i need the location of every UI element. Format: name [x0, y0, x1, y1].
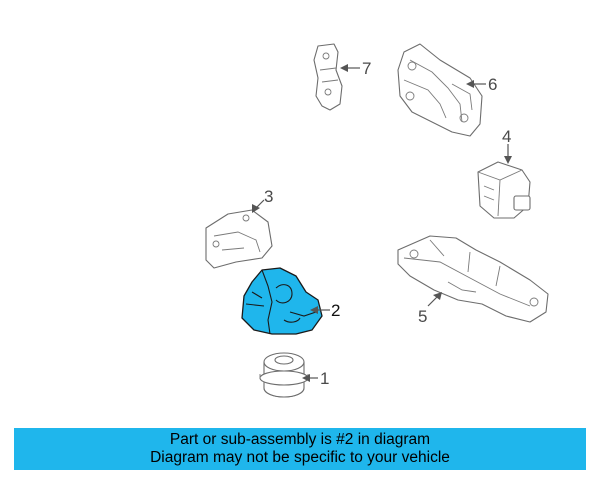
part-info-banner: Part or sub-assembly is #2 in diagram Di… — [14, 428, 586, 470]
arrow-2 — [310, 306, 318, 314]
callout-3: 3 — [264, 187, 273, 206]
callout-6: 6 — [488, 75, 497, 94]
callout-4: 4 — [502, 127, 511, 146]
part-6-bracket[interactable] — [397, 43, 483, 137]
parts-diagram: 7 6 4 3 5 — [205, 43, 549, 398]
callout-7: 7 — [362, 59, 371, 78]
part-4-mount[interactable] — [477, 161, 531, 219]
arrow-1 — [302, 374, 310, 382]
part-1-insulator[interactable] — [259, 352, 309, 398]
leader-line-5 — [427, 295, 439, 307]
callout-2: 2 — [331, 301, 340, 320]
arrow-6 — [466, 80, 474, 88]
callout-5: 5 — [418, 307, 427, 326]
part-3-bracket[interactable] — [205, 209, 273, 269]
part-2-mount-highlighted[interactable] — [241, 267, 323, 335]
arrow-4 — [504, 156, 512, 164]
arrow-5 — [433, 292, 442, 300]
banner-line-1: Part or sub-assembly is #2 in diagram — [169, 431, 431, 448]
arrow-7 — [340, 64, 348, 72]
callout-1: 1 — [320, 369, 329, 388]
arrow-3 — [252, 204, 260, 213]
banner-line-2: Diagram may not be specific to your vehi… — [150, 449, 450, 466]
part-7-bracket[interactable] — [313, 43, 343, 111]
part-5-crossmember[interactable] — [397, 235, 549, 323]
